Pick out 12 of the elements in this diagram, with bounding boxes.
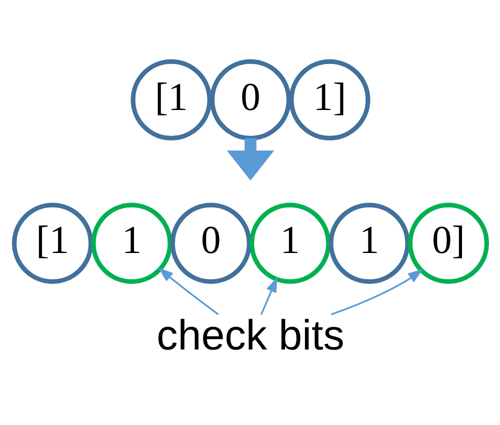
arrow: [158, 268, 218, 316]
node-circle: 0: [209, 59, 291, 140]
node-circle: 1: [249, 202, 330, 284]
node-circle: 1]: [288, 59, 370, 140]
node-circle: 1: [328, 202, 410, 284]
node-circle: [1: [130, 59, 212, 140]
arrow: [226, 138, 274, 181]
node-circle: 0: [170, 202, 251, 284]
arrow: [260, 276, 277, 315]
node-text: check bits: [156, 312, 344, 359]
node-circle: [1: [11, 202, 93, 284]
arrow: [330, 268, 423, 316]
